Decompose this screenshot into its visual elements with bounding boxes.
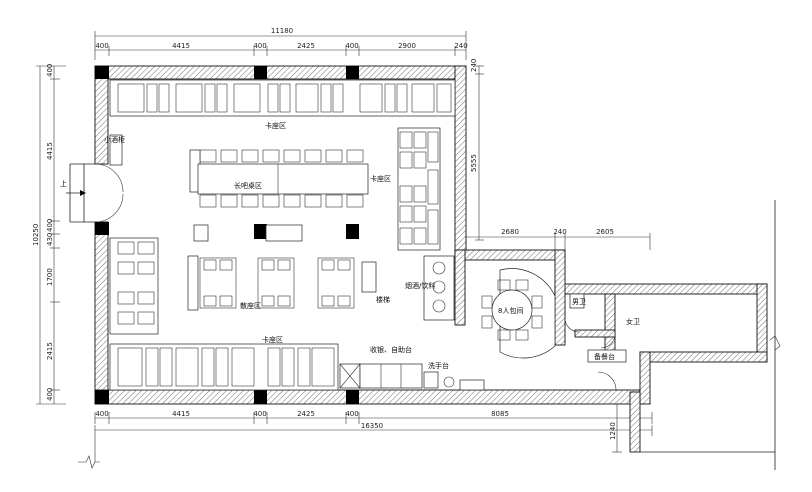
stairs: 楼梯 <box>376 295 390 304</box>
dim-bottom-right: 1240 <box>609 422 617 440</box>
small-bar-label: 小酒柜 <box>104 135 125 144</box>
booth-row-top: 卡座区 <box>109 79 456 130</box>
dim-left-seg-5: 2415 <box>46 342 54 360</box>
dim-left-total: 10250 <box>32 224 40 246</box>
booth-row-bottom: 卡座区 <box>109 335 339 391</box>
prep-label: 备餐台 <box>594 352 615 361</box>
dim-top-seg-4: 400 <box>345 42 358 50</box>
dim-bottom-seg-5: 8085 <box>491 410 509 418</box>
dim-bottom-total: 16350 <box>361 422 383 430</box>
entrance-label: 上 <box>60 179 67 188</box>
dining-label: 散座区 <box>240 301 261 310</box>
dim-mid-seg-2: 2605 <box>596 228 614 236</box>
dim-bottom-seg-1: 4415 <box>172 410 190 418</box>
dim-left-seg-1: 4415 <box>46 142 54 160</box>
dim-top-seg-3: 2425 <box>297 42 315 50</box>
beverage-label: 烟酒/饮料 <box>405 281 435 290</box>
booth-column-right: 卡座区 <box>370 127 441 251</box>
cashier-label: 收银、自助台 <box>370 345 412 354</box>
sink-label: 洗手台 <box>428 361 449 370</box>
dim-top-seg-0: 400 <box>95 42 108 50</box>
booth-column-left <box>109 237 159 335</box>
dining-area: 散座区 <box>187 255 355 311</box>
long-bar-label: 长吧桌区 <box>234 181 262 190</box>
dim-bottom-seg-0: 400 <box>95 410 108 418</box>
dim-top-seg-5: 2900 <box>398 42 416 50</box>
dim-mid-seg-0: 2680 <box>501 228 519 236</box>
dim-left-seg-2: 400 <box>46 219 54 232</box>
restrooms: 男卫 女卫 <box>564 293 640 349</box>
cashier-area: 收银、自助台 洗手台 <box>339 345 485 391</box>
beverage-area: 烟酒/饮料 <box>405 255 455 321</box>
stairs-label: 楼梯 <box>376 295 390 304</box>
male-wc-label: 男卫 <box>572 298 586 306</box>
dim-top-seg-1: 4415 <box>172 42 190 50</box>
walls <box>94 65 768 453</box>
dim-bottom-seg-4: 400 <box>345 410 358 418</box>
dim-top-total: 11180 <box>271 27 293 35</box>
mid-row <box>193 224 377 293</box>
dim-top-seg-6: 240 <box>454 42 467 50</box>
female-wc-label: 女卫 <box>626 317 640 326</box>
columns <box>95 66 359 404</box>
booth-bottom-label: 卡座区 <box>262 335 283 344</box>
dim-top-seg-2: 400 <box>253 42 266 50</box>
private-room: 8人包间 <box>481 268 556 359</box>
dim-left-seg-4: 1700 <box>46 268 54 286</box>
dim-left-seg-6: 400 <box>46 388 54 401</box>
long-bar-area: 长吧桌区 <box>189 149 369 208</box>
private-room-label: 8人包间 <box>498 306 523 315</box>
dim-right-mid: 240 <box>470 59 478 72</box>
dim-right-top: 5555 <box>470 154 478 172</box>
dim-bottom-seg-2: 400 <box>253 410 266 418</box>
entrance: 上 <box>60 163 124 223</box>
booth-top-label: 卡座区 <box>265 121 286 130</box>
dimension-lines: 11180 400 4415 400 2425 400 2900 240 240… <box>32 27 653 469</box>
dim-mid-seg-1: 240 <box>553 228 566 236</box>
dim-left-seg-0: 400 <box>46 64 54 77</box>
dim-bottom-seg-3: 2425 <box>297 410 315 418</box>
small-bar: 小酒柜 <box>104 134 125 166</box>
prep-area: 备餐台 <box>587 349 627 391</box>
booth-right-label: 卡座区 <box>370 174 391 183</box>
dim-left-seg-3: 430 <box>46 233 54 246</box>
